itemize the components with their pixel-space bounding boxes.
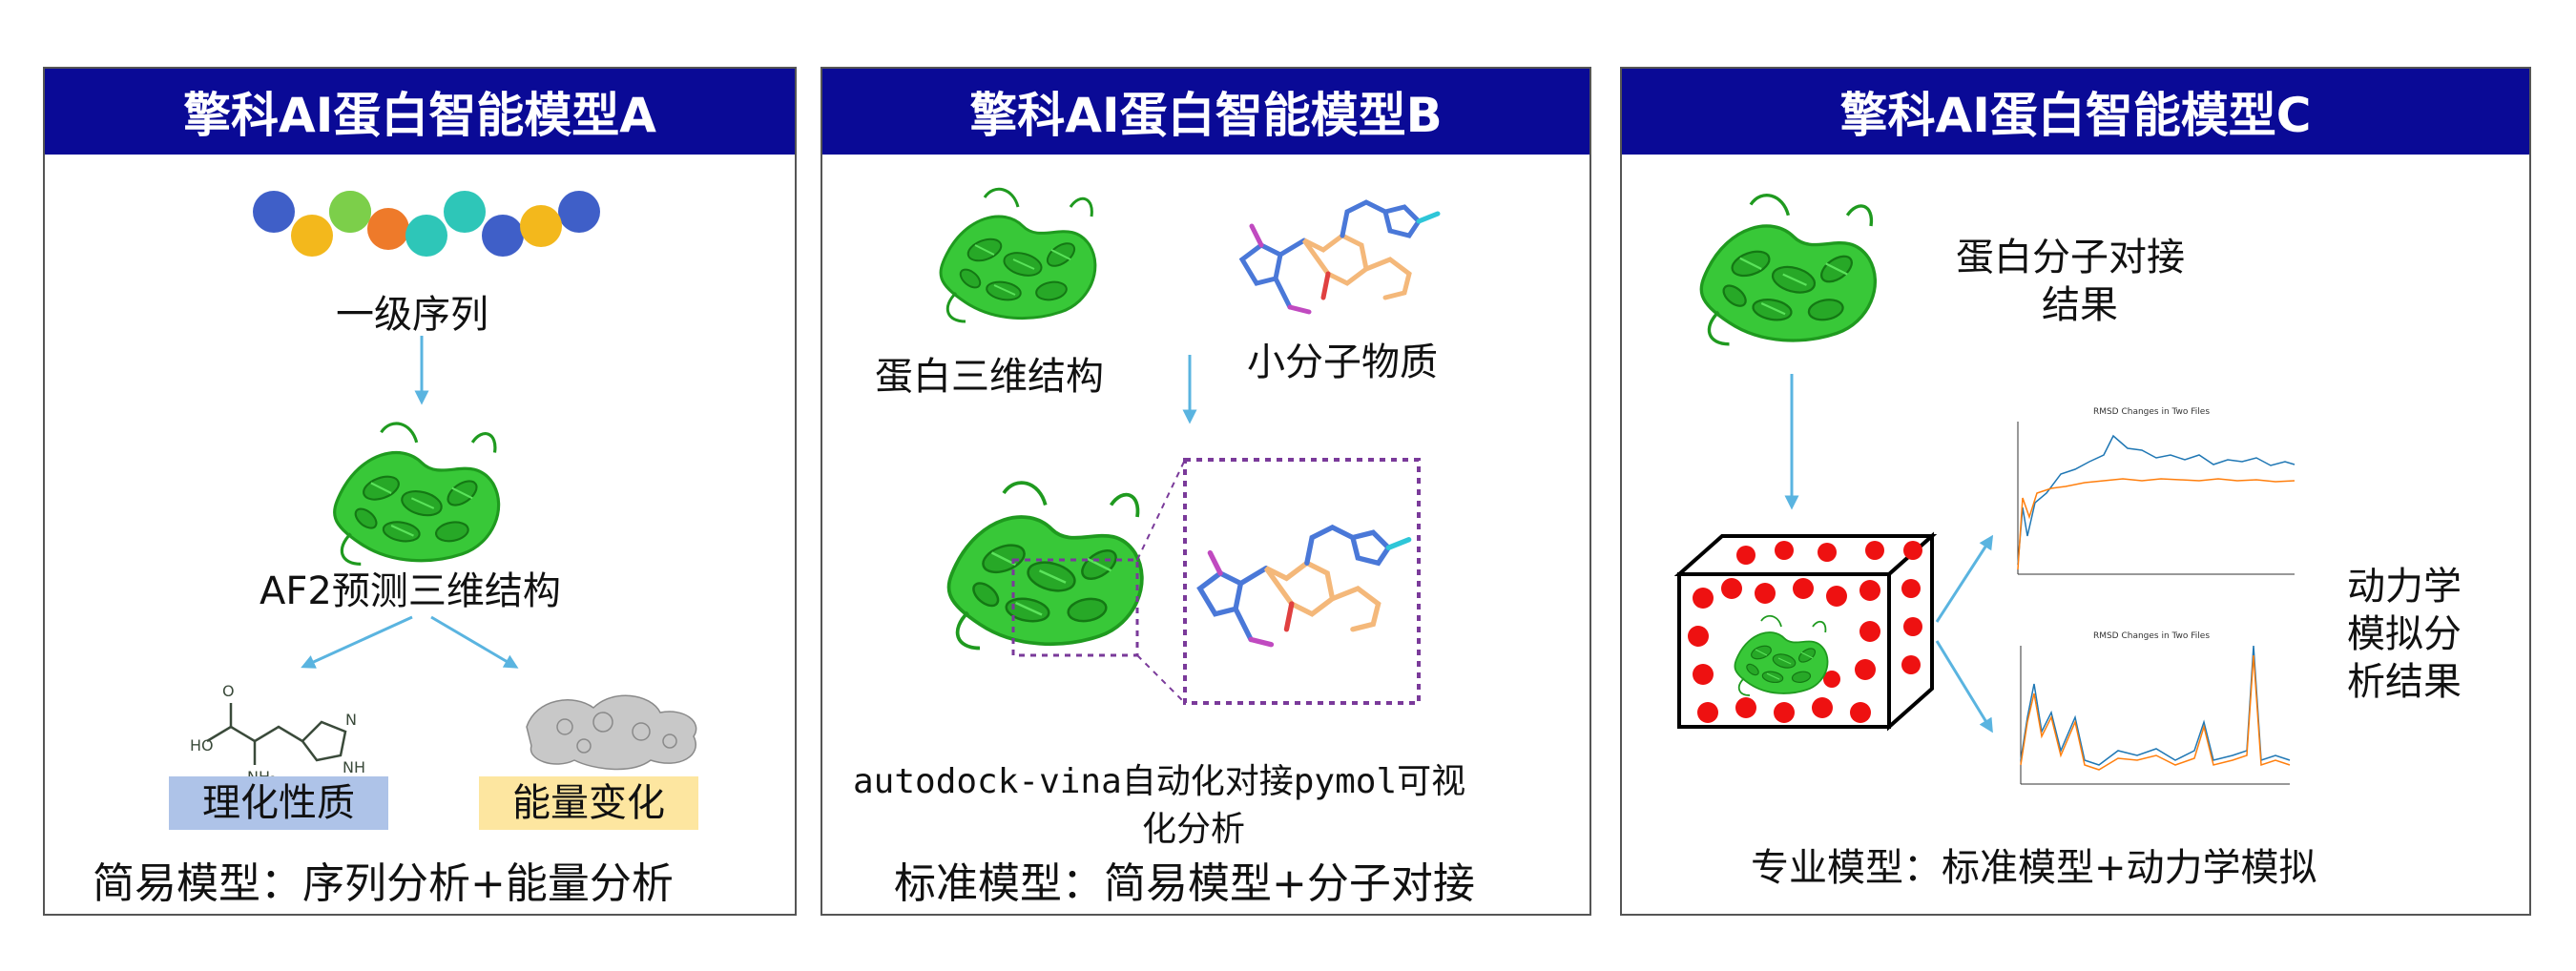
panel-a-title: 擎科AI蛋白智能模型A [45, 69, 795, 155]
panel-model-a: 擎科AI蛋白智能模型A 一级序列 AF2预测三维结构 HOONH₂NNH [43, 67, 797, 916]
energy-tag: 能量变化 [479, 776, 698, 830]
md-result-line3: 析结果 [2347, 660, 2462, 704]
solvated-box [1673, 531, 1938, 732]
arrows-md [1784, 374, 1994, 733]
amino-acid-molecule: HOONH₂NNH [190, 682, 365, 786]
arrows-to-outputs [301, 615, 519, 669]
panel-b-footer: 标准模型：简易模型+分子对接 [894, 859, 1475, 908]
panel-c-title: 擎科AI蛋白智能模型C [1622, 69, 2529, 155]
rmsd-chart-1: RMSD Changes in Two Files [1999, 403, 2304, 593]
rmsd-chart-1-title: RMSD Changes in Two Files [2093, 407, 2210, 417]
ligand-zoom-image [1190, 517, 1414, 660]
panel-c-footer: 专业模型：标准模型+动力学模拟 [1751, 846, 2317, 890]
md-result-line2: 模拟分 [2347, 612, 2462, 656]
tool-description-line1: autodock-vina自动化对接pymol可视 [853, 762, 1466, 801]
sequence-beads [253, 191, 600, 257]
rmsd-chart-2-title: RMSD Changes in Two Files [2093, 631, 2210, 641]
arrow-sequence-to-structure [414, 336, 429, 405]
energy-surface-image [526, 694, 697, 771]
rmsd-chart-2: RMSD Changes in Two Files [2004, 627, 2299, 798]
zoom-callout [1011, 458, 1421, 705]
sequence-label: 一级序列 [336, 293, 488, 337]
property-tag: 理化性质 [169, 776, 388, 830]
ligand-label: 小分子物质 [1247, 341, 1438, 384]
svg-text:HO: HO [190, 736, 214, 754]
tool-description-line2: 化分析 [1142, 810, 1246, 849]
svg-text:NH: NH [343, 758, 365, 776]
md-result-line1: 动力学 [2347, 565, 2462, 609]
panel-model-b: 擎科AI蛋白智能模型B 蛋白三维结构 小分子物质 autodock-vina自动… [821, 67, 1591, 916]
docking-result-line1: 蛋白分子对接 [1956, 236, 2185, 279]
panel-model-c: 擎科AI蛋白智能模型C 蛋白分子对接 结果 RMSD Changes in Tw… [1620, 67, 2531, 916]
structure-label: AF2预测三维结构 [260, 569, 561, 613]
panel-a-footer: 简易模型：序列分析+能量分析 [93, 859, 674, 908]
panel-b-title: 擎科AI蛋白智能模型B [822, 69, 1589, 155]
svg-text:O: O [222, 682, 235, 700]
svg-text:N: N [345, 711, 357, 729]
docking-result-line2: 结果 [2042, 283, 2118, 327]
protein-label: 蛋白三维结构 [875, 355, 1104, 399]
arrow-to-docking [1182, 355, 1197, 424]
